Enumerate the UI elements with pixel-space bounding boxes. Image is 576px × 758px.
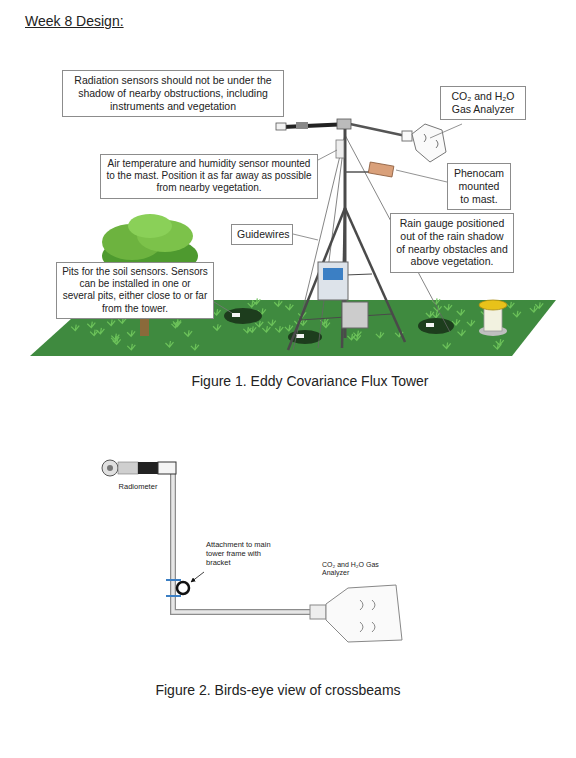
callout-box: Guidewires xyxy=(231,224,293,245)
callout-box: Phenocam mounted to mast. xyxy=(447,163,511,210)
plant-stroke xyxy=(285,304,293,310)
rain-gauge xyxy=(479,300,507,336)
plant-stroke xyxy=(506,302,514,308)
callout-box: Pits for the soil sensors. Sensors can b… xyxy=(56,262,214,319)
plant-stroke xyxy=(165,341,173,347)
part-label: Attachment to main tower frame with brac… xyxy=(206,540,284,567)
plant-stroke xyxy=(252,298,260,304)
part-label: Radiometer xyxy=(108,482,168,491)
plant-stroke xyxy=(347,334,355,340)
plant-stroke xyxy=(111,336,119,342)
plant-stroke xyxy=(173,319,181,325)
part-label: CO₂ and H₂O Gas Analyzer xyxy=(322,561,384,578)
plant-stroke xyxy=(173,321,181,327)
plant-stroke xyxy=(184,330,192,336)
callout-box: CO₂ and H₂O Gas Analyzer xyxy=(440,86,526,120)
callout-box: Radiation sensors should not be under th… xyxy=(62,70,284,117)
plant-stroke xyxy=(513,311,521,317)
plant-stroke xyxy=(127,344,135,350)
plant-stroke xyxy=(87,322,95,328)
plant-stroke xyxy=(274,300,282,306)
plant-stroke xyxy=(535,302,543,308)
callout-text: Air temperature and humidity sensor moun… xyxy=(106,158,312,195)
callout-box: Rain gauge positioned out of the rain sh… xyxy=(390,213,514,273)
plant-stroke xyxy=(262,326,270,332)
callout-text: Radiation sensors should not be under th… xyxy=(68,74,278,112)
callout-text: Phenocam mounted to mast. xyxy=(453,167,505,205)
callout-box: Air temperature and humidity sensor moun… xyxy=(100,154,318,199)
soil-pits xyxy=(224,308,454,344)
plant-stroke xyxy=(191,344,199,350)
phenocam xyxy=(345,162,394,177)
figure-caption: Figure 2. Birds-eye view of crossbeams xyxy=(128,682,428,699)
bracket-symbol xyxy=(166,572,204,596)
gas-analyzer xyxy=(402,124,446,162)
plant-stroke xyxy=(243,327,251,333)
callout-text: Rain gauge positioned out of the rain sh… xyxy=(396,217,508,268)
plant-stroke xyxy=(255,321,263,327)
air-temperature-sensor xyxy=(336,140,344,158)
plant-stroke xyxy=(432,298,440,304)
crossbeam-plan xyxy=(173,466,312,612)
plant-stroke xyxy=(467,320,475,326)
callout-text: Guidewires xyxy=(237,228,287,241)
plant-stroke xyxy=(96,328,104,334)
plant-stroke xyxy=(444,304,452,310)
page-title: Week 8 Design: xyxy=(25,13,124,30)
plant-stroke xyxy=(458,330,466,336)
crossbeam xyxy=(276,119,406,136)
plant-stroke xyxy=(71,325,79,331)
callout-text: CO₂ and H₂O Gas Analyzer xyxy=(446,90,520,116)
enclosure xyxy=(318,262,368,328)
gas-analyzer-plan xyxy=(310,585,402,642)
figure-caption: Figure 1. Eddy Covariance Flux Tower xyxy=(160,373,460,390)
plant-stroke xyxy=(127,330,135,336)
plant-stroke xyxy=(107,320,115,326)
plant-stroke xyxy=(268,320,276,326)
plant-stroke xyxy=(213,324,221,330)
plant-stroke xyxy=(248,301,256,307)
plant-stroke xyxy=(248,326,256,332)
plant-stroke xyxy=(376,332,384,338)
callout-text: Pits for the soil sensors. Sensors can b… xyxy=(62,266,208,315)
plant-stroke xyxy=(496,339,504,345)
plant-stroke xyxy=(443,342,451,348)
plant-stroke xyxy=(530,306,538,312)
plant-stroke xyxy=(426,311,434,317)
radiometer-symbol xyxy=(102,460,176,476)
plant-stroke xyxy=(285,325,293,331)
plant-stroke xyxy=(457,309,465,315)
plant-stroke xyxy=(275,326,283,332)
